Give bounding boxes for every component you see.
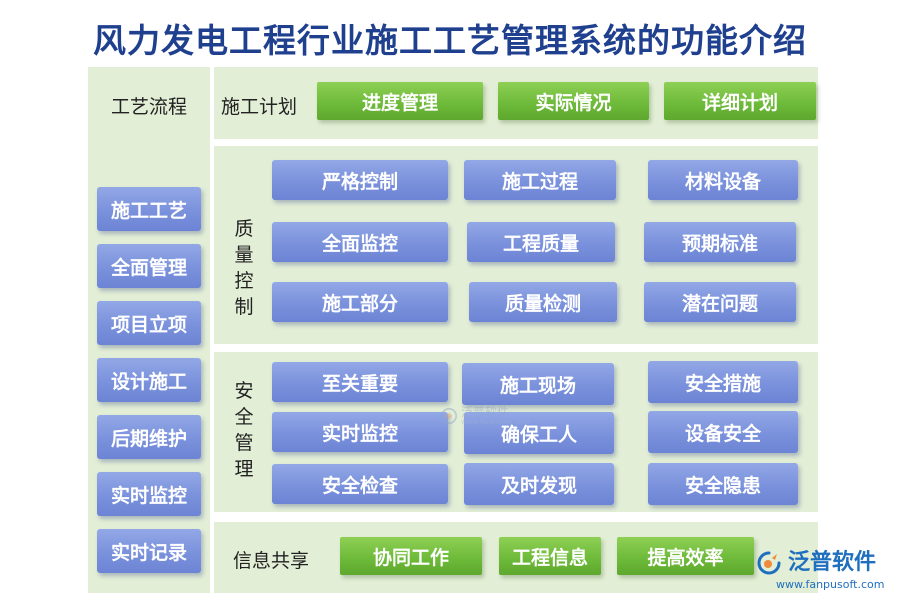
watermark-url: www.fanpusoft.com [461,418,531,426]
page-title: 风力发电工程行业施工工艺管理系统的功能介绍 [93,21,807,60]
sidebar-item-construction-process[interactable]: 施工工艺 [97,187,201,231]
plan-actual-button[interactable]: 实际情况 [498,82,649,120]
quality-item-strict-control[interactable]: 严格控制 [272,160,448,200]
plan-detail-button[interactable]: 详细计划 [664,82,816,120]
brand-logo: 泛普软件 [756,550,876,576]
safety-item-hidden-hazards[interactable]: 安全隐患 [648,463,798,505]
safety-item-construction-site[interactable]: 施工现场 [462,363,614,405]
safety-item-safety-measures[interactable]: 安全措施 [648,361,798,403]
safety-item-timely-discovery[interactable]: 及时发现 [464,463,614,505]
sidebar-item-overall-management[interactable]: 全面管理 [97,244,201,288]
info-row-label: 信息共享 [233,550,310,572]
brand-logo-text: 泛普软件 [788,550,877,575]
quality-item-engineering-quality[interactable]: 工程质量 [467,222,615,262]
brand-logo-icon [757,551,781,575]
sidebar-item-realtime-monitoring[interactable]: 实时监控 [97,472,201,516]
info-collaboration-button[interactable]: 协同工作 [340,537,482,575]
safety-item-crucial[interactable]: 至关重要 [272,362,448,402]
sidebar-title: 工艺流程 [110,96,187,118]
sidebar-item-design-construction[interactable]: 设计施工 [97,358,201,402]
brand-logo-url: www.fanpusoft.com [776,578,885,591]
quality-item-full-monitoring[interactable]: 全面监控 [272,222,448,262]
sidebar-item-project-initiation[interactable]: 项目立项 [97,301,201,345]
quality-item-construction-process[interactable]: 施工过程 [464,160,616,200]
plan-row-label: 施工计划 [221,96,298,118]
quality-item-materials-equipment[interactable]: 材料设备 [648,160,798,200]
quality-item-construction-part[interactable]: 施工部分 [272,282,448,322]
quality-item-quality-inspection[interactable]: 质量检测 [469,282,617,322]
safety-label: 安全管理 [234,380,254,480]
watermark: 泛普软件 www.fanpusoft.com [440,406,530,426]
watermark-logo-icon [440,407,458,425]
safety-item-safety-inspection[interactable]: 安全检查 [272,464,448,504]
info-engineering-info-button[interactable]: 工程信息 [499,537,601,575]
quality-item-potential-problems[interactable]: 潜在问题 [644,282,796,322]
sidebar-item-realtime-record[interactable]: 实时记录 [97,529,201,573]
sidebar-item-maintenance[interactable]: 后期维护 [97,415,201,459]
quality-item-expected-standard[interactable]: 预期标准 [644,222,796,262]
quality-label: 质量控制 [234,218,254,318]
safety-item-realtime-monitoring[interactable]: 实时监控 [272,412,448,452]
safety-item-ensure-workers[interactable]: 确保工人 [464,412,614,454]
plan-progress-button[interactable]: 进度管理 [317,82,483,120]
watermark-text: 泛普软件 [461,405,510,419]
info-efficiency-button[interactable]: 提高效率 [617,537,754,575]
safety-item-equipment-safety[interactable]: 设备安全 [648,411,798,453]
